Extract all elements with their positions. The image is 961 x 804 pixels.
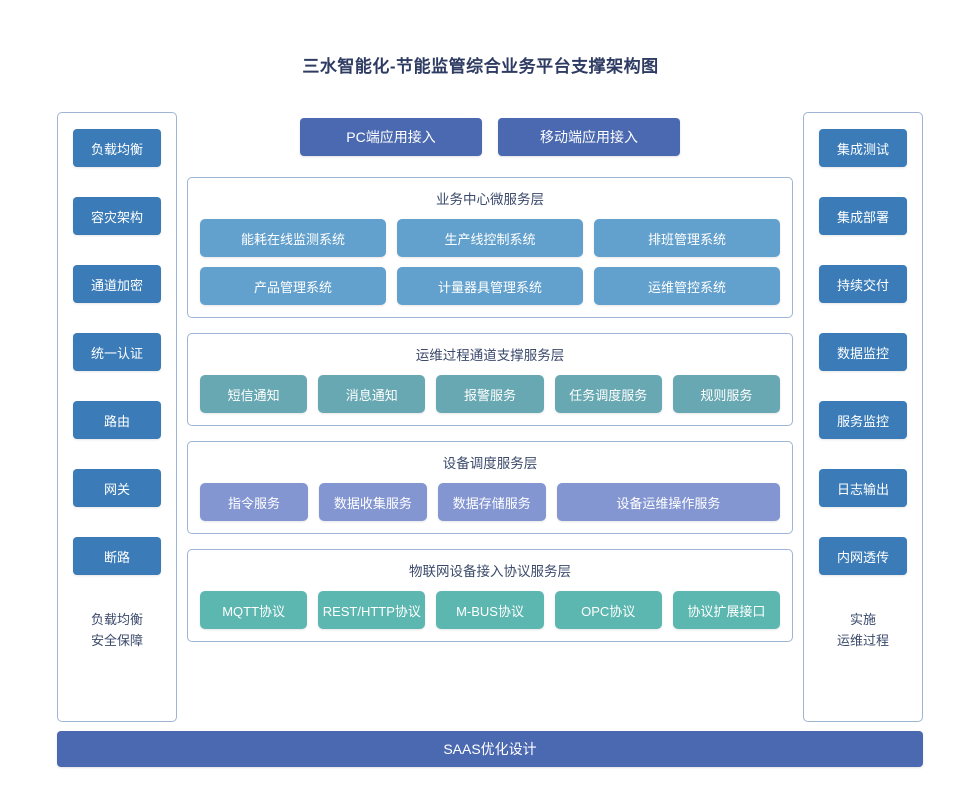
layer-protocol: 物联网设备接入协议服务层 MQTT协议 REST/HTTP协议 M-BUS协议 … xyxy=(187,549,793,642)
service-box-alarm-service[interactable]: 报警服务 xyxy=(436,375,544,413)
layer-business-row-0: 能耗在线监测系统 生产线控制系统 排班管理系统 xyxy=(200,219,780,257)
left-sidebar-footer: 负载均衡 安全保障 xyxy=(91,609,143,652)
sidebar-item-right-5[interactable]: 日志输出 xyxy=(819,469,907,507)
right-sidebar-footer: 实施 运维过程 xyxy=(837,609,889,652)
access-button-pc[interactable]: PC端应用接入 xyxy=(300,118,482,156)
sidebar-item-left-6[interactable]: 断路 xyxy=(73,537,161,575)
left-sidebar: 负载均衡 容灾架构 通道加密 统一认证 路由 网关 断路 负载均衡 安全保障 xyxy=(57,112,177,722)
protocol-box-opc[interactable]: OPC协议 xyxy=(554,591,662,629)
sidebar-item-right-6[interactable]: 内网透传 xyxy=(819,537,907,575)
center-column: PC端应用接入 移动端应用接入 业务中心微服务层 能耗在线监测系统 生产线控制系… xyxy=(187,112,793,722)
sidebar-item-left-3[interactable]: 统一认证 xyxy=(73,333,161,371)
service-box-energy-monitoring[interactable]: 能耗在线监测系统 xyxy=(200,219,386,257)
protocol-box-mbus[interactable]: M-BUS协议 xyxy=(436,591,544,629)
sidebar-item-left-2[interactable]: 通道加密 xyxy=(73,265,161,303)
sidebar-item-left-5[interactable]: 网关 xyxy=(73,469,161,507)
sidebar-item-right-4[interactable]: 服务监控 xyxy=(819,401,907,439)
service-box-product-management[interactable]: 产品管理系统 xyxy=(200,267,386,305)
layer-business: 业务中心微服务层 能耗在线监测系统 生产线控制系统 排班管理系统 产品管理系统 … xyxy=(187,177,793,318)
service-box-production-line-control[interactable]: 生产线控制系统 xyxy=(397,219,583,257)
service-box-task-scheduling[interactable]: 任务调度服务 xyxy=(554,375,662,413)
right-sidebar-footer-line-1: 运维过程 xyxy=(836,633,889,649)
layer-business-title: 业务中心微服务层 xyxy=(436,192,544,207)
sidebar-item-left-1[interactable]: 容灾架构 xyxy=(73,197,161,235)
service-box-data-collection[interactable]: 数据收集服务 xyxy=(318,483,427,521)
service-box-device-ops-operation[interactable]: 设备运维操作服务 xyxy=(556,483,780,521)
layer-device-row-0: 指令服务 数据收集服务 数据存储服务 设备运维操作服务 xyxy=(200,483,780,521)
left-sidebar-footer-line-1: 安全保障 xyxy=(90,633,143,649)
sidebar-item-right-2[interactable]: 持续交付 xyxy=(819,265,907,303)
diagram-body: 负载均衡 容灾架构 通道加密 统一认证 路由 网关 断路 负载均衡 安全保障 P… xyxy=(57,112,923,722)
sidebar-item-left-4[interactable]: 路由 xyxy=(73,401,161,439)
layer-support-title: 运维过程通道支撑服务层 xyxy=(415,348,565,363)
layer-business-row-1: 产品管理系统 计量器具管理系统 运维管控系统 xyxy=(200,267,780,305)
right-sidebar-footer-line-0: 实施 xyxy=(849,612,876,627)
sidebar-item-left-0[interactable]: 负载均衡 xyxy=(73,129,161,167)
protocol-box-rest-http[interactable]: REST/HTTP协议 xyxy=(318,591,426,629)
layer-device-title: 设备调度服务层 xyxy=(442,456,538,471)
layer-protocol-row-0: MQTT协议 REST/HTTP协议 M-BUS协议 OPC协议 协议扩展接口 xyxy=(200,591,781,629)
protocol-box-extension-interface[interactable]: 协议扩展接口 xyxy=(672,591,781,629)
layer-protocol-title: 物联网设备接入协议服务层 xyxy=(409,564,571,579)
sidebar-item-right-3[interactable]: 数据监控 xyxy=(819,333,907,371)
bottom-bar-saas[interactable]: SAAS优化设计 xyxy=(57,731,923,767)
service-box-rule-service[interactable]: 规则服务 xyxy=(672,375,781,413)
service-box-metering-device-management[interactable]: 计量器具管理系统 xyxy=(397,267,583,305)
sidebar-item-right-0[interactable]: 集成测试 xyxy=(819,129,907,167)
sidebar-item-right-1[interactable]: 集成部署 xyxy=(819,197,907,235)
application-access-row: PC端应用接入 移动端应用接入 xyxy=(187,118,793,156)
left-sidebar-footer-line-0: 负载均衡 xyxy=(90,612,143,627)
service-box-message-notification[interactable]: 消息通知 xyxy=(318,375,426,413)
service-box-command-service[interactable]: 指令服务 xyxy=(200,483,308,521)
access-button-mobile[interactable]: 移动端应用接入 xyxy=(498,118,680,156)
protocol-box-mqtt[interactable]: MQTT协议 xyxy=(200,591,308,629)
page-title: 三水智能化-节能监管综合业务平台支撑架构图 xyxy=(302,57,659,76)
layer-support-row-0: 短信通知 消息通知 报警服务 任务调度服务 规则服务 xyxy=(200,375,781,413)
service-box-sms-notification[interactable]: 短信通知 xyxy=(200,375,308,413)
layer-device: 设备调度服务层 指令服务 数据收集服务 数据存储服务 设备运维操作服务 xyxy=(187,441,793,534)
layer-support: 运维过程通道支撑服务层 短信通知 消息通知 报警服务 任务调度服务 规则服务 xyxy=(187,333,793,426)
right-sidebar: 集成测试 集成部署 持续交付 数据监控 服务监控 日志输出 内网透传 实施 运维… xyxy=(803,112,923,722)
service-box-shift-management[interactable]: 排班管理系统 xyxy=(594,219,780,257)
service-box-ops-control[interactable]: 运维管控系统 xyxy=(594,267,780,305)
service-box-data-storage[interactable]: 数据存储服务 xyxy=(437,483,546,521)
